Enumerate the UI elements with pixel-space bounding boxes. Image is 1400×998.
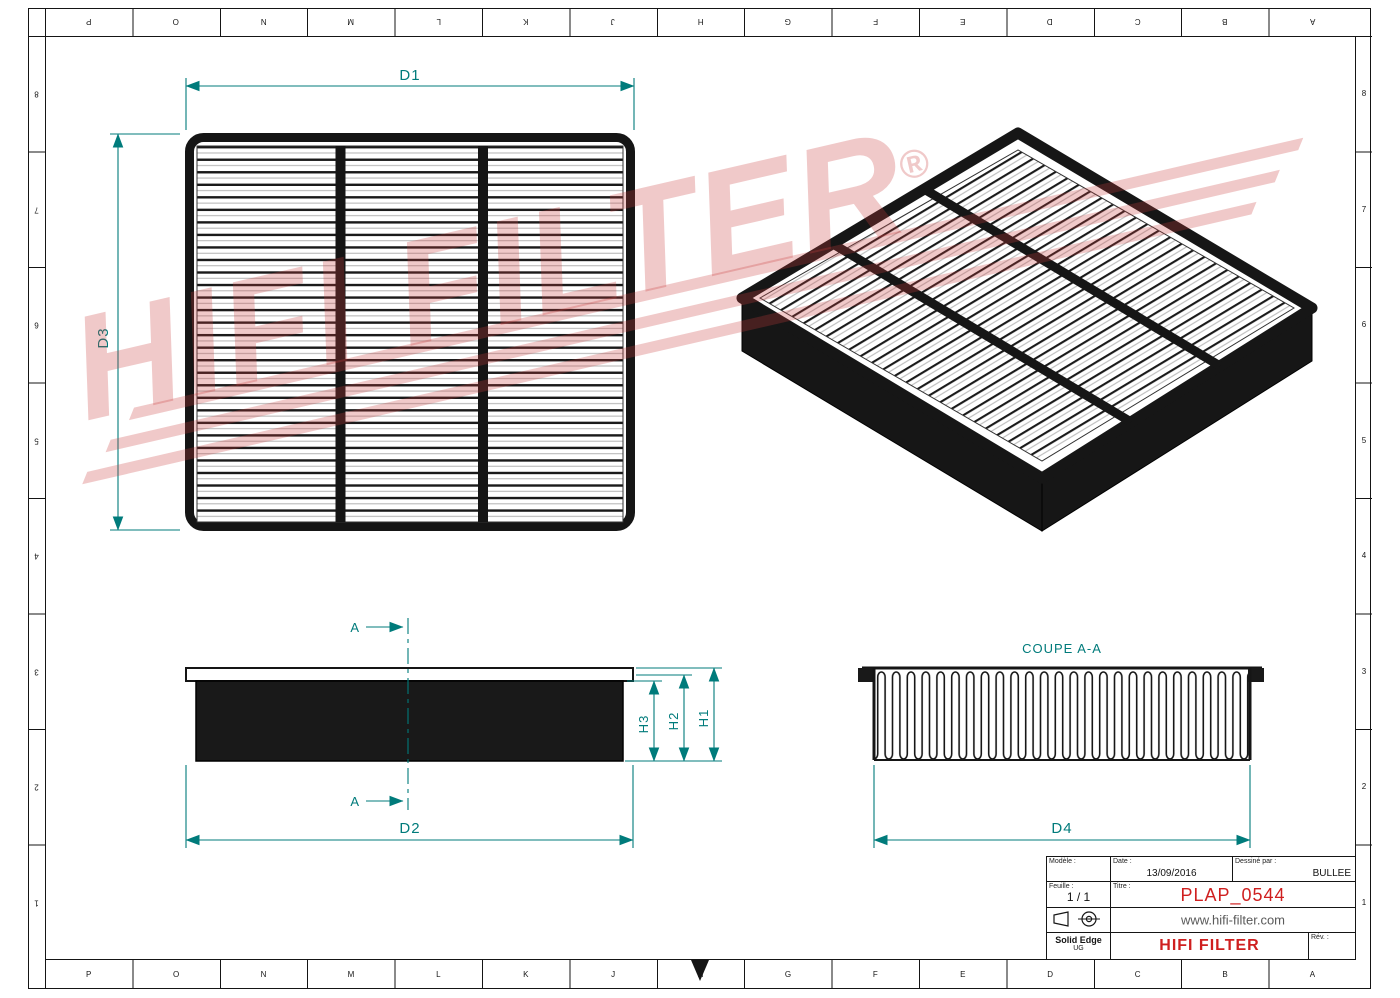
grid-label: M xyxy=(347,970,355,979)
grid-label: 2 xyxy=(1361,782,1367,792)
date-cell: Date : 13/09/2016 xyxy=(1111,857,1233,882)
section-pleats xyxy=(874,668,1250,760)
section-view xyxy=(858,666,1264,761)
section-title: COUPE A-A xyxy=(1022,641,1102,656)
grid-label: 4 xyxy=(1361,551,1367,561)
grid-label: G xyxy=(784,970,792,979)
fold-mark xyxy=(691,960,709,981)
drawn-by-label: Dessiné par : xyxy=(1235,858,1277,865)
section-end-tab xyxy=(1248,668,1264,682)
projection-cell xyxy=(1047,908,1111,933)
title-block: Modèle : Date : 13/09/2016 Dessiné par :… xyxy=(1046,856,1356,960)
brand-cell: HIFI FILTER xyxy=(1111,933,1309,959)
grid-label: 6 xyxy=(1361,320,1367,330)
grid-label: K xyxy=(523,970,529,979)
grid-label: 3 xyxy=(1361,666,1367,676)
part-number: PLAP_0544 xyxy=(1180,885,1286,905)
grid-label: J xyxy=(611,970,616,979)
filter-pleated-media xyxy=(196,145,624,523)
grid-band-left: 8 7 6 5 4 3 2 1 xyxy=(28,36,45,960)
dim-label-h2: H2 xyxy=(666,712,681,731)
title-label: Titre : xyxy=(1113,883,1131,890)
side-view-dimensions xyxy=(185,618,722,848)
grid-label: D xyxy=(1047,970,1054,979)
grid-label: 7 xyxy=(1361,204,1367,214)
cut-letter-top: A xyxy=(350,620,360,635)
date-value: 13/09/2016 xyxy=(1146,868,1197,879)
media-divider-bar xyxy=(335,146,346,522)
title-cell: Titre : PLAP_0544 xyxy=(1111,882,1355,908)
grid-label: B xyxy=(1222,970,1228,979)
model-label: Modèle : xyxy=(1049,858,1076,865)
dim-label-d2: D2 xyxy=(399,820,420,837)
cad-subname: UG xyxy=(1073,945,1084,952)
grid-label: A xyxy=(1309,970,1316,979)
grid-band-right: 8 7 6 5 4 3 2 1 xyxy=(1356,36,1372,960)
top-view xyxy=(185,133,635,531)
projection-symbol-icon xyxy=(1052,911,1100,927)
grid-label: 5 xyxy=(1361,435,1367,445)
sheet-value: 1 / 1 xyxy=(1066,890,1091,904)
section-view-dimensions xyxy=(873,765,1251,848)
revision-label: Rév. : xyxy=(1311,934,1329,941)
side-flange xyxy=(185,667,634,682)
iso-pleated-media xyxy=(758,149,1295,462)
sheet-cell: Feuille : 1 / 1 xyxy=(1047,882,1111,908)
grid-label: 1 xyxy=(1361,897,1367,907)
section-end-tab xyxy=(858,668,874,682)
iso-divider-bar xyxy=(830,240,1134,426)
dim-label-d3: D3 xyxy=(95,327,112,348)
brand-name: HIFI FILTER xyxy=(1159,937,1260,954)
sheet-label: Feuille : xyxy=(1049,883,1074,890)
website-cell: www.hifi-filter.com xyxy=(1111,908,1355,933)
cad-name: Solid Edge xyxy=(1055,935,1102,945)
grid-band-top: P O N M L K J H G F E D C B A xyxy=(45,8,1356,36)
isometric-view xyxy=(736,127,1318,532)
media-divider-bar xyxy=(478,146,488,522)
date-label: Date : xyxy=(1113,858,1132,865)
top-view-dimensions xyxy=(110,78,635,531)
drawing-frame xyxy=(45,36,1356,960)
dim-label-h1: H1 xyxy=(696,709,711,728)
grid-label: C xyxy=(1134,970,1141,979)
cad-cell: Solid Edge UG xyxy=(1047,933,1111,959)
grid-label: F xyxy=(872,970,878,979)
grid-label: O xyxy=(172,970,180,979)
website-url: www.hifi-filter.com xyxy=(1180,912,1286,928)
dim-label-h3: H3 xyxy=(636,715,651,734)
drawn-by-cell: Dessiné par : BULLEE xyxy=(1233,857,1355,882)
grid-label: L xyxy=(436,970,441,979)
side-view xyxy=(185,667,634,762)
grid-label: P xyxy=(86,970,92,979)
grid-label: E xyxy=(960,970,966,979)
iso-divider-bar xyxy=(921,185,1223,370)
grid-label: 8 xyxy=(1361,89,1367,99)
dim-label-d4: D4 xyxy=(1051,820,1072,837)
side-body xyxy=(195,680,624,762)
model-cell: Modèle : xyxy=(1047,857,1111,882)
drawn-by-value: BULLEE xyxy=(1312,868,1351,879)
cut-letter-bottom: A xyxy=(350,794,360,809)
dim-label-d1: D1 xyxy=(399,67,420,84)
grid-label: N xyxy=(260,970,267,979)
revision-cell: Rév. : xyxy=(1309,933,1355,959)
